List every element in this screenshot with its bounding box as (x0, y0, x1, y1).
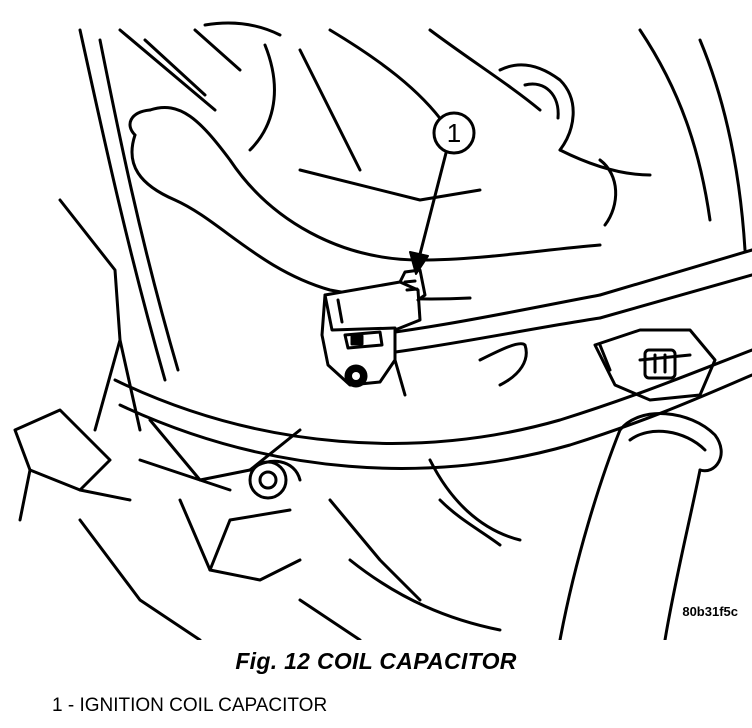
callout-circle (432, 111, 476, 155)
upper-engine-block (298, 28, 747, 252)
wiring-harness (113, 248, 752, 492)
hose-clamp (593, 328, 717, 402)
engine-bay-illustration: 1 80b31f5c (13, 21, 752, 640)
ignition-coil-capacitor (320, 268, 427, 397)
callout-leader-line (416, 151, 448, 264)
lower-manifold (78, 418, 522, 640)
callout-arrowhead (409, 251, 429, 275)
left-bracket-structure (13, 21, 282, 522)
image-code: 80b31f5c (682, 604, 738, 619)
upper-coolant-hose (128, 105, 602, 301)
callout-1: 1 (409, 111, 476, 275)
callout-number: 1 (447, 118, 461, 148)
right-hose (558, 412, 723, 640)
legend-item: 1 - IGNITION COIL CAPACITOR (52, 695, 328, 716)
figure-caption: Fig. 12 COIL CAPACITOR (235, 648, 517, 674)
